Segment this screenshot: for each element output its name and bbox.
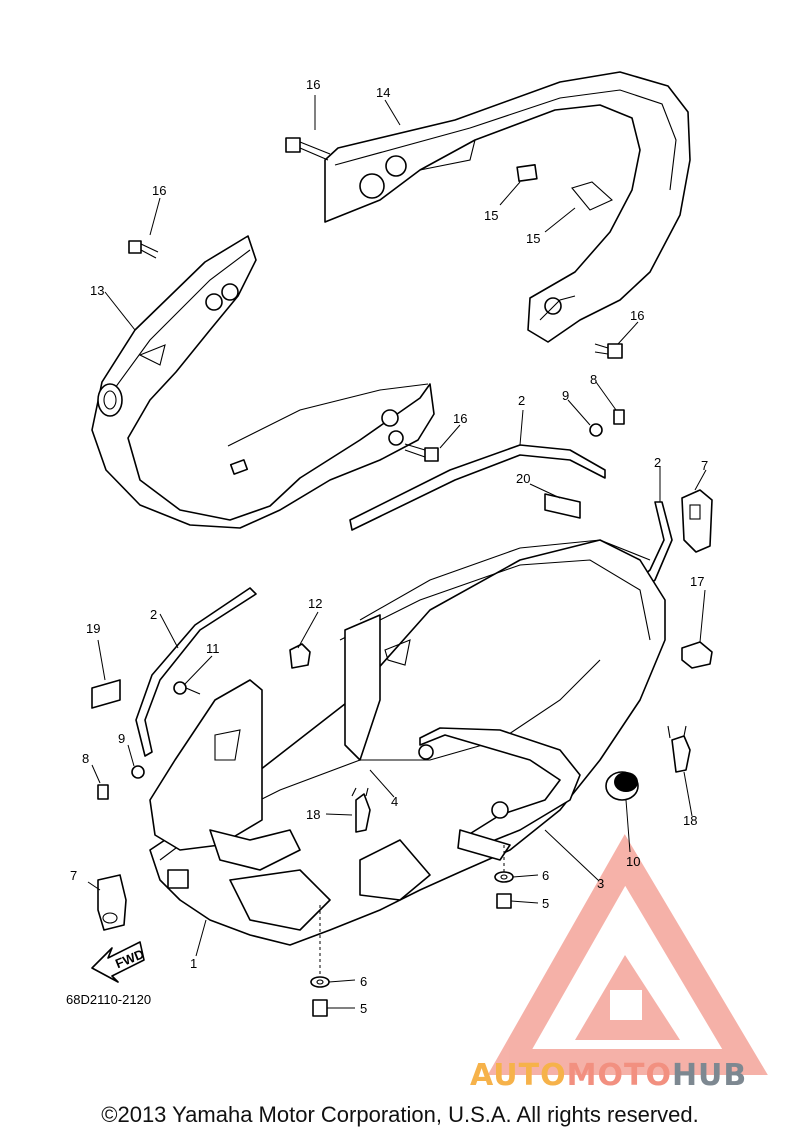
wordmark-hub: HUB bbox=[671, 1058, 748, 1093]
part-13-front-bracket bbox=[91, 235, 435, 529]
callout-16: 16 bbox=[306, 77, 320, 92]
part-3-bracket bbox=[418, 727, 581, 861]
washer-6-bottom bbox=[310, 976, 330, 988]
callout-20: 20 bbox=[516, 471, 530, 486]
callout-15: 15 bbox=[526, 231, 540, 246]
callout-9: 9 bbox=[118, 731, 125, 746]
part-1-bottom-cowling bbox=[149, 539, 666, 946]
callout-16: 16 bbox=[152, 183, 166, 198]
callout-8: 8 bbox=[82, 751, 89, 766]
seal-strip-2-top bbox=[349, 444, 606, 531]
callouts: 16 14 16 13 15 15 16 16 8 9 2 2 7 20 17 … bbox=[70, 77, 708, 1016]
leader-lines bbox=[87, 95, 707, 1009]
part-12-clip bbox=[289, 643, 311, 669]
callout-15: 15 bbox=[484, 208, 498, 223]
callout-2: 2 bbox=[654, 455, 661, 470]
callout-18: 18 bbox=[306, 807, 320, 822]
part-8-nut-lower bbox=[97, 784, 109, 800]
part-18-clip-right bbox=[667, 725, 691, 773]
drawing-code: 68D2110-2120 bbox=[66, 992, 151, 1007]
seal-strip-2-left bbox=[135, 587, 257, 757]
callout-5: 5 bbox=[360, 1001, 367, 1016]
callout-16: 16 bbox=[453, 411, 467, 426]
wordmark-moto: MOTO bbox=[566, 1058, 672, 1093]
callout-17: 17 bbox=[690, 574, 704, 589]
callout-8: 8 bbox=[590, 372, 597, 387]
label-19-sticker bbox=[91, 679, 121, 709]
callout-7: 7 bbox=[701, 458, 708, 473]
part-9-screw-upper bbox=[589, 423, 603, 437]
callout-12: 12 bbox=[308, 596, 322, 611]
part-17-clip bbox=[681, 641, 713, 669]
part-10-grommet bbox=[605, 771, 639, 801]
callout-6: 6 bbox=[542, 868, 549, 883]
callout-9: 9 bbox=[562, 388, 569, 403]
part-8-nut-upper bbox=[613, 409, 625, 425]
callout-6: 6 bbox=[360, 974, 367, 989]
callout-3: 3 bbox=[597, 876, 604, 891]
part-7-clip-upper bbox=[681, 489, 713, 553]
callout-2: 2 bbox=[518, 393, 525, 408]
callout-10: 10 bbox=[626, 854, 640, 869]
callout-2: 2 bbox=[150, 607, 157, 622]
part-11-screw bbox=[173, 681, 201, 695]
callout-4: 4 bbox=[391, 794, 398, 809]
automotohub-wordmark: AUTOMOTOHUB bbox=[470, 1058, 747, 1093]
part-14-upper-bracket bbox=[324, 71, 691, 343]
automotohub-logo bbox=[487, 834, 768, 1075]
bolt-16-b bbox=[128, 240, 159, 259]
part-7-clip-lower bbox=[97, 874, 127, 931]
part-9-screw-lower bbox=[131, 765, 145, 779]
callout-16: 16 bbox=[630, 308, 644, 323]
bolt-16-d bbox=[404, 443, 439, 462]
bolt-5-right bbox=[496, 893, 512, 909]
bolt-5-bottom bbox=[312, 999, 328, 1017]
bolt-16-c bbox=[594, 343, 623, 359]
callout-19: 19 bbox=[86, 621, 100, 636]
label-20-sticker bbox=[544, 493, 581, 519]
wordmark-auto: AUTO bbox=[470, 1058, 567, 1093]
callout-13: 13 bbox=[90, 283, 104, 298]
callout-1: 1 bbox=[190, 956, 197, 971]
callout-11: 11 bbox=[206, 641, 220, 656]
fwd-arrow-icon: FWD bbox=[91, 941, 146, 983]
callout-7: 7 bbox=[70, 868, 77, 883]
callout-18: 18 bbox=[683, 813, 697, 828]
copyright-notice: ©2013 Yamaha Motor Corporation, U.S.A. A… bbox=[101, 1102, 699, 1127]
bolt-16-a bbox=[285, 137, 331, 161]
part-18-clip-left bbox=[351, 787, 371, 833]
callout-5: 5 bbox=[542, 896, 549, 911]
callout-14: 14 bbox=[376, 85, 390, 100]
washer-6-right bbox=[494, 871, 514, 883]
